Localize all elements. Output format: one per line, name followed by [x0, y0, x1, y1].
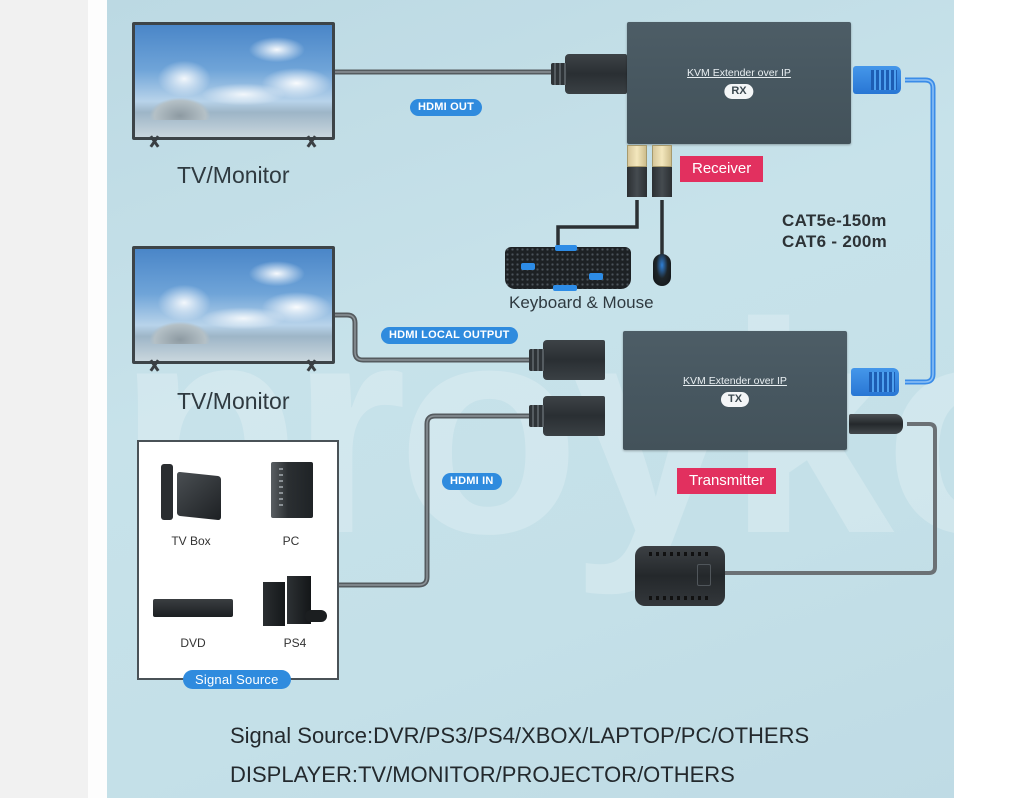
usb-plug-keyboard: [627, 145, 647, 197]
tv-stand-left: [148, 136, 162, 148]
receiver-badge: RX: [724, 84, 754, 99]
footer-signal-source: Signal Source:DVR/PS3/PS4/XBOX/LAPTOP/PC…: [230, 723, 810, 748]
tv-screen: [132, 22, 335, 140]
cable-spec-cat5e: CAT5e-150m: [782, 211, 887, 230]
hdmi-in-label: HDMI IN: [442, 473, 502, 490]
power-adapter-icon: [635, 546, 725, 606]
usb-keyboard-cable: [556, 200, 639, 246]
receiver-device: KVM Extender over IP RX: [627, 22, 851, 144]
tv-monitor-local: [132, 246, 335, 364]
tv-stand-right: [305, 360, 319, 372]
cable-spec: CAT5e-150m CAT6 - 200m: [782, 210, 887, 252]
footer-displayer: DISPLAYER:TV/MONITOR/PROJECTOR/OTHERS: [230, 762, 735, 787]
tv-monitor-top-label: TV/Monitor: [177, 162, 290, 188]
left-gutter: [0, 0, 88, 798]
hdmi-plug-in: [529, 396, 605, 436]
tv-screen: [132, 246, 335, 364]
tv-monitor-top: [132, 22, 335, 140]
left-margin: [88, 0, 107, 798]
keyboard-icon: [505, 245, 631, 291]
tv-monitor-local-label: TV/Monitor: [177, 388, 290, 414]
transmitter-tag: Transmitter: [677, 468, 777, 494]
source-item-tv-box: TV Box: [171, 534, 211, 548]
rj45-plug-tx: [851, 368, 899, 396]
transmitter-device: KVM Extender over IP TX: [623, 331, 847, 450]
dc-power-plug: [849, 414, 903, 434]
transmitter-badge: TX: [720, 392, 750, 407]
diagram-canvas: proyko TV/Monitor TV/Monitor: [107, 0, 954, 798]
transmitter-title: KVM Extender over IP: [683, 375, 787, 387]
keyboard-mouse-label: Keyboard & Mouse: [509, 293, 654, 312]
receiver-tag: Receiver: [680, 156, 764, 182]
hdmi-plug-out: [551, 54, 627, 94]
signal-source-box: TV Box PC DVD PS4 Signal Source: [137, 440, 339, 689]
mouse-icon: [653, 254, 671, 286]
dvd-player-icon: [153, 599, 233, 617]
lan-cable: [905, 77, 936, 385]
ps4-console-icon: [263, 576, 329, 626]
cable-spec-cat6: CAT6 - 200m: [782, 232, 888, 251]
tv-stand-left: [148, 360, 162, 372]
usb-plug-mouse: [652, 145, 672, 197]
receiver-title: KVM Extender over IP: [687, 67, 791, 79]
hdmi-in-cable: [339, 413, 529, 588]
hdmi-local-output-label: HDMI LOCAL OUTPUT: [381, 327, 518, 344]
rj45-plug-rx: [853, 66, 901, 94]
hdmi-out-label: HDMI OUT: [410, 99, 482, 116]
right-margin: [954, 0, 1024, 798]
signal-source-label: Signal Source: [183, 670, 291, 689]
cable-layer: [335, 69, 937, 588]
source-item-ps4: PS4: [283, 636, 307, 650]
pc-tower-icon: [271, 462, 313, 518]
tv-stand-right: [305, 136, 319, 148]
hdmi-plug-local-output: [529, 340, 605, 380]
power-cable: [719, 422, 937, 575]
tv-box-icon: [161, 464, 221, 521]
source-item-dvd: DVD: [180, 636, 206, 650]
source-item-pc: PC: [282, 534, 300, 548]
